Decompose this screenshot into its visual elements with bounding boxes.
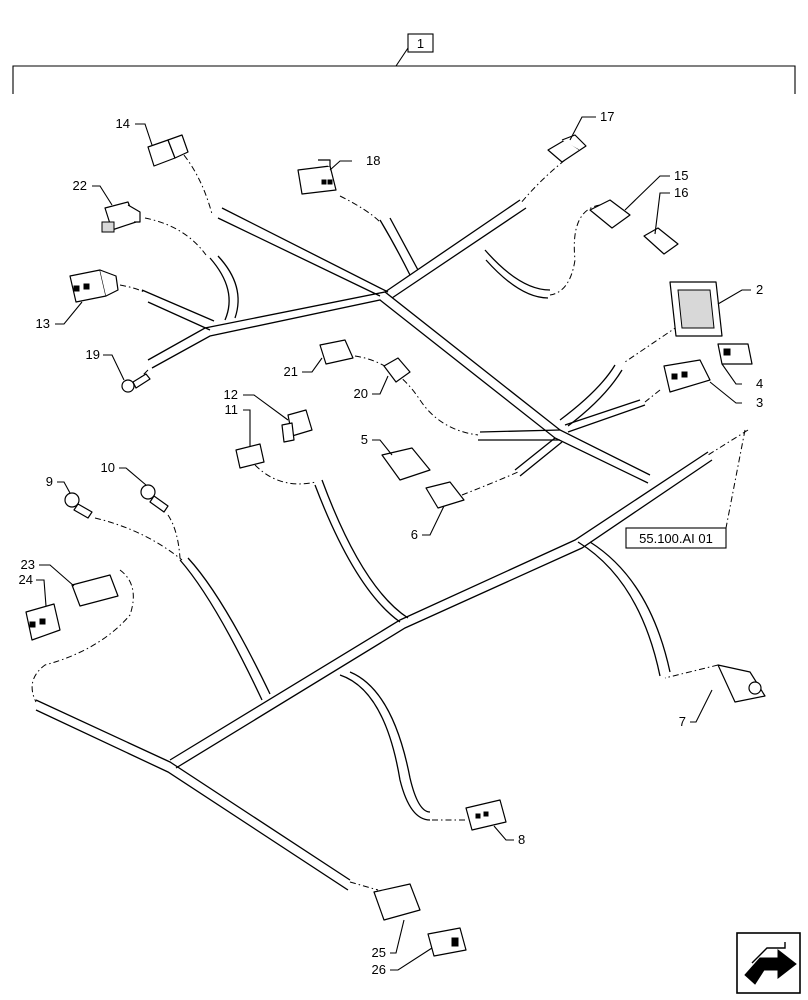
connector-23	[71, 574, 119, 607]
callout-14: 14	[116, 116, 130, 131]
callout-6: 6	[411, 527, 418, 542]
connector-6	[425, 481, 465, 509]
harness-routing	[31, 144, 749, 891]
connector-18	[297, 159, 337, 195]
connector-4	[717, 343, 753, 365]
connector-24	[25, 603, 61, 641]
assembly-bracket: 1	[12, 33, 796, 94]
reference-label-text: 55.100.AI 01	[639, 531, 713, 546]
callout-7: 7	[679, 714, 686, 729]
callout-16: 16	[674, 185, 688, 200]
connector-10-ring-terminal	[140, 484, 169, 513]
callout-18: 18	[366, 153, 380, 168]
connector-13	[69, 269, 119, 303]
callout-19: 19	[86, 347, 100, 362]
connector-8	[465, 799, 507, 831]
callout-8: 8	[518, 832, 525, 847]
callout-3: 3	[756, 395, 763, 410]
assembly-callout-1: 1	[417, 36, 424, 51]
callout-numbers: 14 22 13 19 18 17 15 16 2 4 3 21 20 12 1…	[19, 109, 764, 977]
connector-9-ring-terminal	[64, 492, 93, 519]
callout-21: 21	[284, 364, 298, 379]
callout-10: 10	[101, 460, 115, 475]
connector-11	[235, 443, 265, 469]
next-page-arrow-icon[interactable]	[736, 932, 801, 994]
callout-12: 12	[224, 387, 238, 402]
harness-trunks	[35, 199, 713, 891]
callout-13: 13	[36, 316, 50, 331]
connector-20	[383, 357, 411, 383]
callout-23: 23	[21, 557, 35, 572]
connector-12	[281, 409, 313, 443]
reference-label: 55.100.AI 01	[625, 429, 746, 549]
callout-leaders	[36, 116, 751, 971]
callout-4: 4	[756, 376, 763, 391]
connector-19-ring-terminal	[121, 373, 151, 393]
connector-26	[427, 927, 467, 957]
connector-22	[101, 201, 141, 233]
connector-21	[319, 339, 354, 365]
callout-2: 2	[756, 282, 763, 297]
connector-3	[663, 359, 711, 393]
connector-2	[669, 281, 723, 337]
callout-15: 15	[674, 168, 688, 183]
connector-25	[373, 883, 421, 921]
callout-5: 5	[361, 432, 368, 447]
callout-25: 25	[372, 945, 386, 960]
connector-15	[589, 199, 631, 229]
connector-16	[643, 227, 679, 255]
callout-24: 24	[19, 572, 33, 587]
callout-26: 26	[372, 962, 386, 977]
callout-11: 11	[225, 402, 239, 417]
connector-14	[147, 134, 189, 167]
connector-7	[717, 664, 766, 703]
callout-22: 22	[73, 178, 87, 193]
callout-9: 9	[46, 474, 53, 489]
callout-17: 17	[600, 109, 614, 124]
connector-17	[547, 134, 587, 163]
callout-20: 20	[354, 386, 368, 401]
connector-5	[381, 447, 431, 481]
